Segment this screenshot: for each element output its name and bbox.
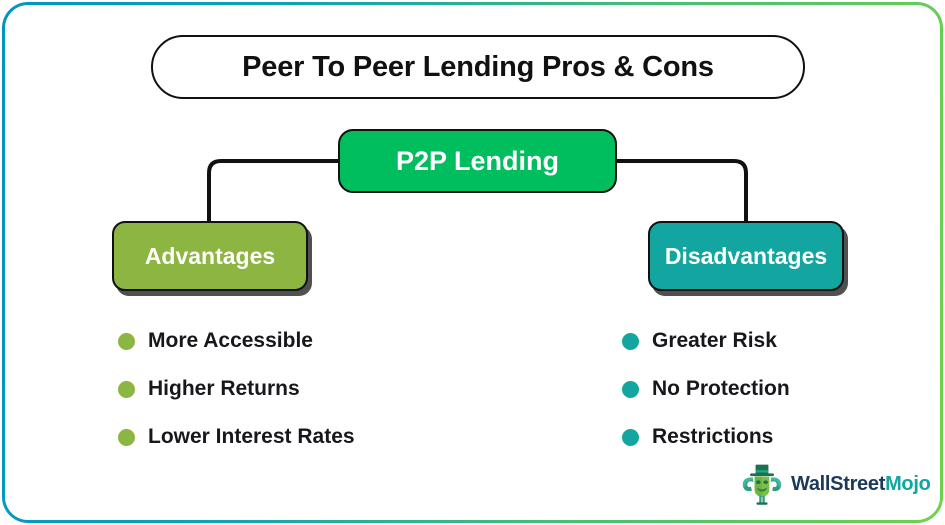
node-disadvantages[interactable]: Disadvantages bbox=[648, 221, 844, 291]
bullet-dot-icon bbox=[118, 428, 135, 446]
logo-text-primary: WallStreet bbox=[791, 472, 886, 495]
list-item-label: More Accessible bbox=[148, 329, 313, 352]
logo-text-secondary: Mojo bbox=[885, 472, 931, 495]
bullet-dot-icon bbox=[622, 428, 639, 446]
node-disadvantages-label: Disadvantages bbox=[664, 242, 828, 269]
list-item: More Accessible bbox=[118, 317, 355, 365]
list-item-label: Restrictions bbox=[652, 425, 774, 448]
list-item-label: Lower Interest Rates bbox=[148, 425, 355, 448]
wallstreetmojo-mascot-icon bbox=[742, 464, 782, 505]
list-item: Greater Risk bbox=[622, 317, 790, 365]
list-item: Higher Returns bbox=[118, 365, 355, 413]
node-advantages[interactable]: Advantages bbox=[112, 221, 308, 291]
bullet-dot-icon bbox=[622, 380, 639, 398]
list-item-label: No Protection bbox=[652, 377, 790, 400]
connector-right bbox=[617, 159, 748, 221]
list-item-label: Greater Risk bbox=[652, 329, 777, 352]
infographic-body: Peer To Peer Lending Pros & Cons P2P Len… bbox=[5, 5, 940, 520]
logo-wordmark: WallStreetMojo bbox=[791, 473, 931, 496]
wallstreetmojo-logo[interactable]: WallStreetMojo bbox=[739, 461, 931, 507]
bullet-dot-icon bbox=[622, 332, 639, 350]
bullet-dot-icon bbox=[118, 380, 135, 398]
bullet-dot-icon bbox=[118, 332, 135, 350]
page-title: Peer To Peer Lending Pros & Cons bbox=[242, 50, 714, 83]
disadvantages-list: Greater Risk No Protection Restrictions bbox=[622, 317, 790, 461]
advantages-list: More Accessible Higher Returns Lower Int… bbox=[118, 317, 355, 461]
node-advantages-label: Advantages bbox=[144, 242, 276, 269]
node-p2p-lending-label: P2P Lending bbox=[395, 145, 560, 176]
list-item: Restrictions bbox=[622, 413, 790, 461]
list-item: Lower Interest Rates bbox=[118, 413, 355, 461]
node-p2p-lending[interactable]: P2P Lending bbox=[338, 129, 617, 193]
page-title-pill: Peer To Peer Lending Pros & Cons bbox=[151, 35, 805, 99]
list-item-label: Higher Returns bbox=[148, 377, 300, 400]
connector-left bbox=[207, 159, 338, 221]
list-item: No Protection bbox=[622, 365, 790, 413]
